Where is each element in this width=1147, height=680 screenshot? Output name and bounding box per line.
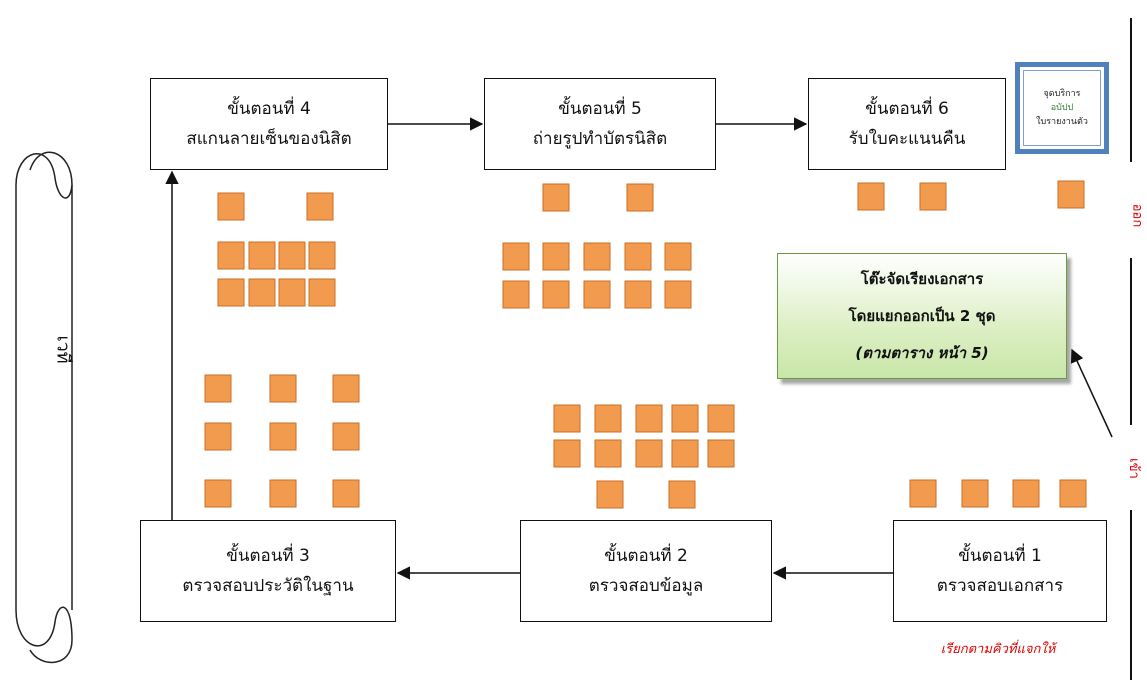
desk	[553, 439, 581, 468]
flow-connectors	[165, 117, 1113, 580]
step-3-title: ขั้นตอนที่ 3	[226, 546, 310, 566]
desk	[664, 242, 692, 271]
queue-caption: เรียกตามคิวที่แจกให้	[940, 642, 1056, 657]
step-6-desc: รับใบคะแนนคืน	[848, 129, 966, 149]
desk	[269, 479, 297, 508]
desk	[332, 374, 360, 403]
desk	[671, 404, 699, 433]
desk	[857, 182, 885, 211]
desk	[583, 242, 611, 271]
desk	[542, 242, 570, 271]
desk	[961, 479, 989, 508]
step-1-desc: ตรวจสอบเอกสาร	[936, 576, 1064, 596]
desk	[596, 480, 624, 509]
note-pointer-arrow	[1070, 348, 1113, 438]
desk	[542, 183, 570, 212]
desk	[217, 278, 245, 307]
desk	[594, 439, 622, 468]
desk	[664, 280, 692, 309]
desk	[553, 404, 581, 433]
stage-scroll-shape	[15, 151, 73, 664]
step-6-box: ขั้นตอนที่ 6 รับใบคะแนนคืน	[808, 78, 1006, 170]
desk	[635, 404, 663, 433]
desk	[909, 479, 937, 508]
desk	[248, 241, 276, 270]
step-2-title: ขั้นตอนที่ 2	[604, 546, 688, 566]
step-5-box: ขั้นตอนที่ 5 ถ่ายรูปทำบัตรนิสิต	[484, 78, 716, 170]
desk	[204, 479, 232, 508]
step-3-box: ขั้นตอนที่ 3 ตรวจสอบประวัติในฐาน	[140, 520, 396, 622]
desk	[332, 479, 360, 508]
service-point-box: จุดบริการ อบัปป ใบรายงานตัว	[1015, 62, 1109, 154]
desk	[217, 241, 245, 270]
service-point-inner: จุดบริการ อบัปป ใบรายงานตัว	[1023, 70, 1101, 146]
desk	[306, 192, 334, 221]
exit-label: ออก	[1129, 203, 1145, 228]
desk	[668, 480, 696, 509]
desk	[624, 242, 652, 271]
desk	[204, 422, 232, 451]
service-point-line3: ใบรายงานตัว	[1036, 117, 1088, 127]
step-5-desc: ถ่ายรูปทำบัตรนิสิต	[532, 129, 668, 149]
desk	[1012, 479, 1040, 508]
desk	[308, 241, 336, 270]
desk	[583, 280, 611, 309]
desk	[1057, 180, 1085, 209]
desk	[248, 278, 276, 307]
desk	[594, 404, 622, 433]
desk	[269, 422, 297, 451]
desk-group	[204, 180, 1087, 509]
desk	[278, 241, 306, 270]
step-4-desc: สแกนลายเซ็นของนิสิต	[186, 129, 352, 149]
desk	[1059, 479, 1087, 508]
desk	[217, 192, 245, 221]
step-2-box: ขั้นตอนที่ 2 ตรวจสอบข้อมูล	[520, 520, 772, 622]
step-4-title: ขั้นตอนที่ 4	[227, 99, 311, 119]
note-line2: โดยแยกออกเป็น 2 ชุด	[848, 306, 996, 325]
desk	[707, 439, 735, 468]
step-1-box: ขั้นตอนที่ 1 ตรวจสอบเอกสาร	[893, 520, 1107, 622]
desk	[269, 374, 297, 403]
note-line3: (ตามตาราง หน้า 5)	[855, 343, 989, 362]
enter-label: เข้า	[1125, 458, 1141, 479]
desk	[919, 182, 947, 211]
desk	[308, 278, 336, 307]
step-3-desc: ตรวจสอบประวัติในฐาน	[182, 576, 354, 596]
step-1-title: ขั้นตอนที่ 1	[958, 546, 1042, 566]
desk	[502, 242, 530, 271]
desk	[671, 439, 699, 468]
desk	[278, 278, 306, 307]
step-5-title: ขั้นตอนที่ 5	[558, 99, 642, 119]
service-point-line2: อบัปป	[1050, 103, 1074, 113]
desk	[626, 183, 654, 212]
desk	[542, 280, 570, 309]
step-6-title: ขั้นตอนที่ 6	[865, 99, 949, 119]
note-line1: โต๊ะจัดเรียงเอกสาร	[860, 269, 984, 288]
step-4-box: ขั้นตอนที่ 4 สแกนลายเซ็นของนิสิต	[150, 78, 388, 170]
stage-label: เวที	[52, 335, 74, 364]
step-2-desc: ตรวจสอบข้อมูล	[588, 576, 704, 596]
document-sorting-note: โต๊ะจัดเรียงเอกสาร โดยแยกออกเป็น 2 ชุด (…	[777, 253, 1067, 379]
desk	[502, 280, 530, 309]
desk	[707, 404, 735, 433]
desk	[635, 439, 663, 468]
service-point-line1: จุดบริการ	[1043, 89, 1081, 99]
desk	[332, 422, 360, 451]
desk	[624, 280, 652, 309]
desk	[204, 374, 232, 403]
